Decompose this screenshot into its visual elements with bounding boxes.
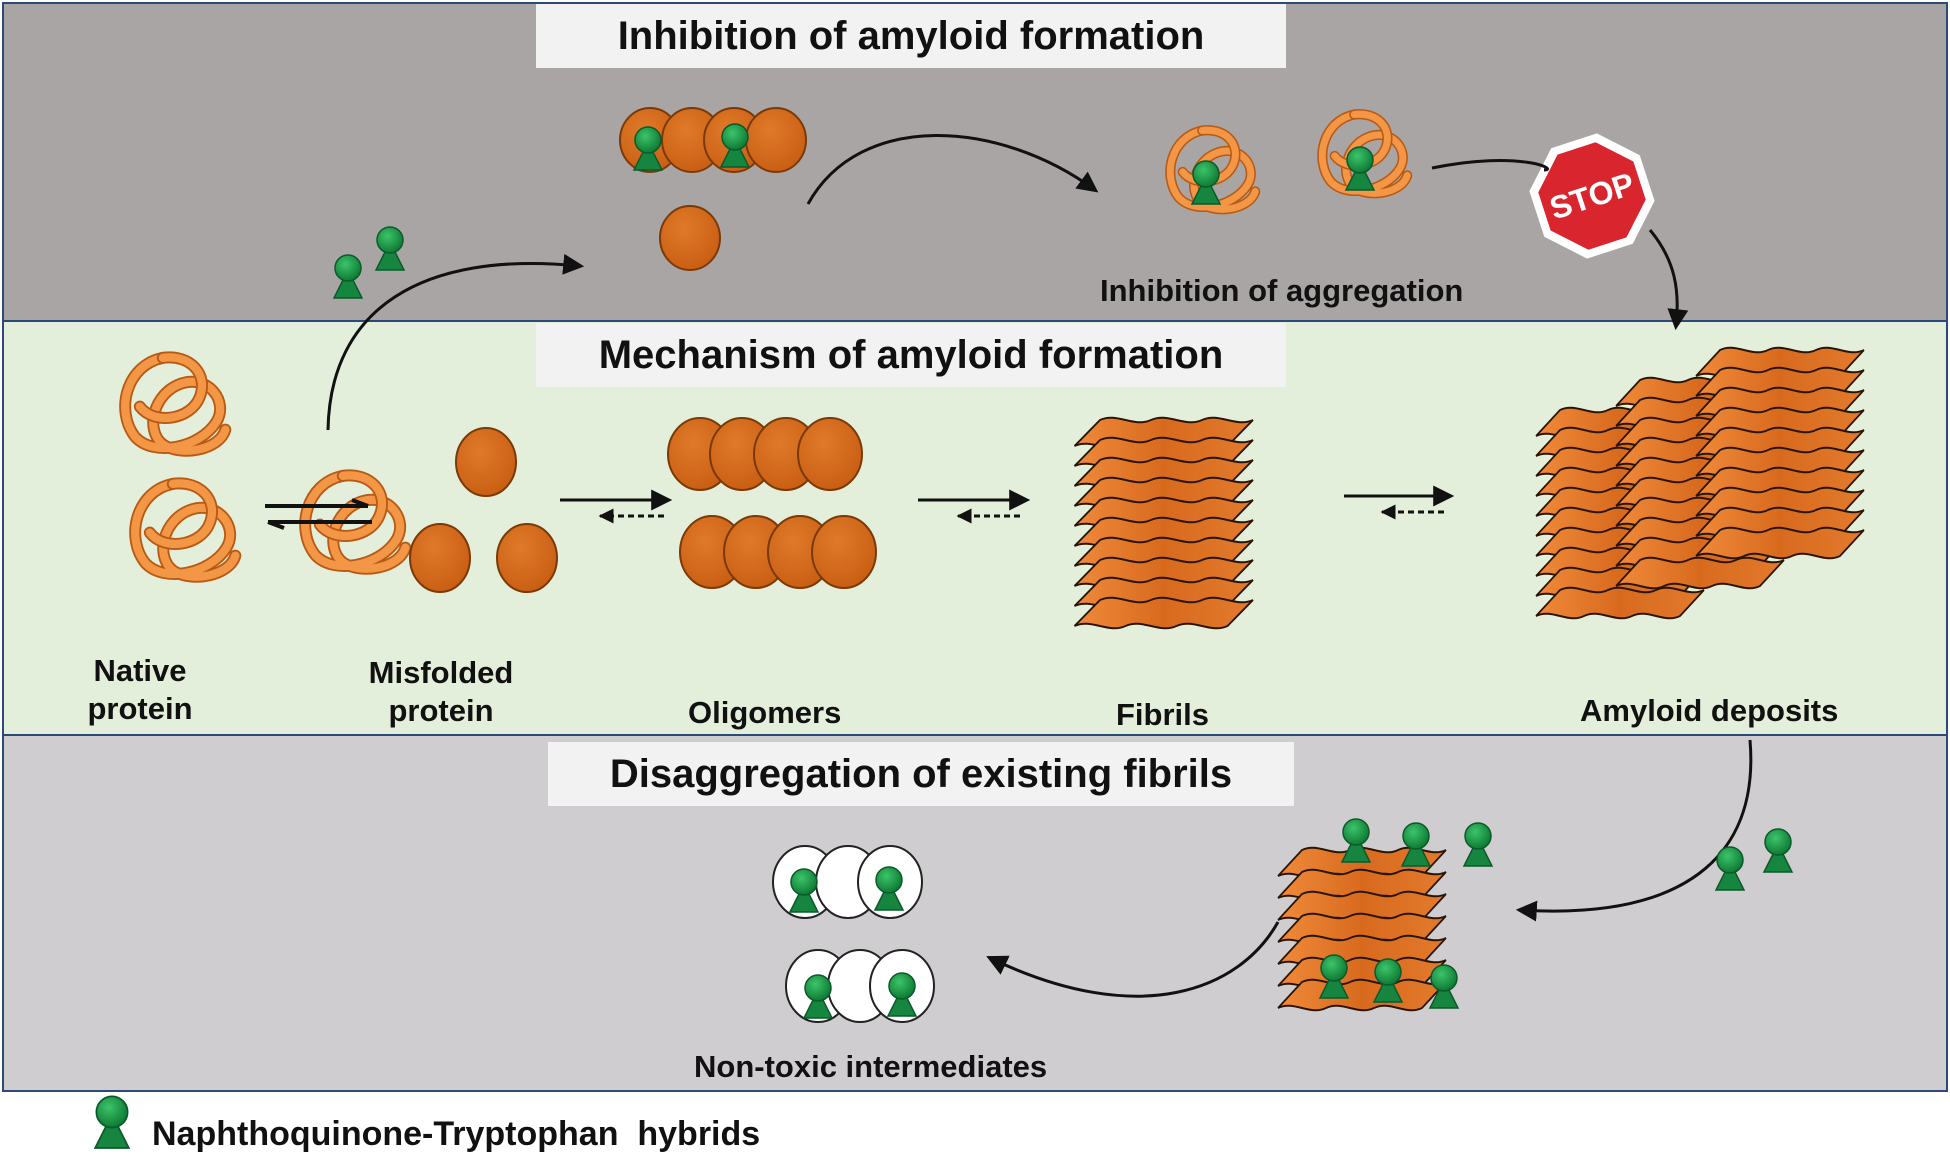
disaggregation-title: Disaggregation of existing fibrils [548,742,1294,806]
oligomer-hybrid-complex [619,107,807,271]
arrow-stop-to-deposits [1648,229,1689,331]
disaggregation-caption: Non-toxic intermediates [694,1049,1048,1084]
arrow-complex-to-inhibited [806,134,1099,205]
misfolded-label-line1: Misfolded [368,655,514,690]
arrow-fibril-to-intermediates [986,921,1280,998]
legend-label: Naphthoquinone-Tryptophan hybrids [152,1115,761,1153]
inhibition-caption: Inhibition of aggregation [1100,273,1464,308]
arrow-to-stop-line [1431,158,1549,172]
arrow-deposits-to-fibril [1515,739,1753,922]
misfolded-protein-label: Misfolded protein [356,654,526,730]
fibrils-icon [1075,418,1254,629]
misfolded-label-line2: protein [388,693,494,728]
hybrid-pair-icon [333,226,405,299]
legend-pin-icon [94,1095,130,1149]
oligomers-icon [667,417,877,589]
stop-sign-icon: STOP [1529,133,1655,259]
misfolded-protein-icon [409,427,558,593]
native-label-line2: protein [87,691,193,726]
native-label-line1: Native [93,653,187,688]
hybrid-pair-icon-bottom [1715,828,1793,891]
amyloid-deposits-icon [1536,348,1864,619]
equilibrium-arrows-1 [265,498,372,530]
native-protein-label: Native protein [70,652,210,728]
inhibited-protein-left [1170,130,1255,209]
oligomers-label: Oligomers [688,695,842,730]
inhibition-title: Inhibition of amyloid formation [536,4,1286,68]
mechanism-title: Mechanism of amyloid formation [536,323,1286,387]
native-protein-icon [125,357,405,576]
forward-arrow-1 [560,489,673,524]
forward-arrow-2 [918,489,1031,524]
arrow-native-to-complex [326,253,585,431]
forward-arrow-3 [1344,485,1455,520]
fibrils-label: Fibrils [1116,697,1210,732]
non-toxic-intermediates-icon [772,845,935,1023]
amyloid-deposits-label: Amyloid deposits [1580,693,1839,728]
inhibited-protein-right [1322,114,1407,193]
fibril-hybrid-complex [1277,818,1493,1012]
